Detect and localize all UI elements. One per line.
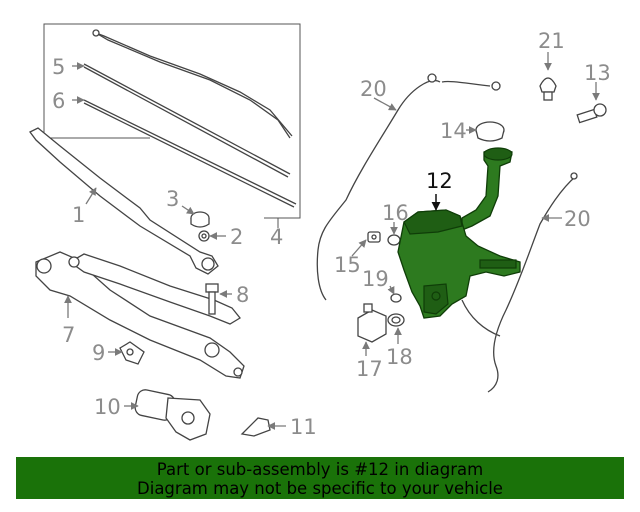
notice-banner: Part or sub-assembly is #12 in diagram D… bbox=[16, 457, 624, 499]
notice-line-2: Diagram may not be specific to your vehi… bbox=[137, 479, 503, 498]
callouts: 5 6 1 3 2 4 8 7 9 10 11 20 21 13 14 12 1… bbox=[52, 29, 611, 439]
washer-reservoir[interactable] bbox=[397, 147, 521, 319]
callout-5: 5 bbox=[52, 55, 65, 79]
callout-9: 9 bbox=[92, 341, 105, 365]
callout-13: 13 bbox=[584, 61, 611, 85]
callout-1: 1 bbox=[72, 203, 85, 227]
pump-grommet bbox=[387, 313, 405, 327]
callout-2: 2 bbox=[230, 225, 243, 249]
callout-15: 15 bbox=[334, 253, 361, 277]
washer-hose-left bbox=[316, 73, 501, 301]
grommet bbox=[367, 231, 381, 243]
wiper-linkage bbox=[35, 251, 245, 379]
callout-12: 12 bbox=[426, 169, 453, 193]
filler-cap bbox=[475, 121, 505, 142]
wiper-motor bbox=[134, 389, 211, 441]
callout-14: 14 bbox=[440, 119, 467, 143]
pivot-cap bbox=[190, 211, 210, 228]
seal bbox=[387, 234, 401, 246]
clip bbox=[240, 417, 271, 437]
callout-3: 3 bbox=[166, 187, 179, 211]
callout-17: 17 bbox=[356, 357, 383, 381]
callout-6: 6 bbox=[52, 89, 65, 113]
wiper-arm bbox=[29, 127, 219, 275]
callout-20-right: 20 bbox=[564, 207, 591, 231]
callout-16: 16 bbox=[382, 201, 409, 225]
bracket bbox=[119, 341, 145, 365]
callout-7: 7 bbox=[62, 323, 75, 347]
callout-8: 8 bbox=[236, 283, 249, 307]
washer-nozzle bbox=[539, 77, 557, 101]
callout-11: 11 bbox=[290, 415, 317, 439]
pivot-nut bbox=[198, 230, 210, 242]
callout-4: 4 bbox=[270, 225, 283, 249]
callout-21: 21 bbox=[538, 29, 565, 53]
leader-lines bbox=[64, 52, 600, 430]
wiper-blade-inset bbox=[43, 23, 301, 228]
notice-line-1: Part or sub-assembly is #12 in diagram bbox=[156, 460, 484, 479]
clip-small bbox=[390, 293, 402, 303]
callout-20-left: 20 bbox=[360, 77, 387, 101]
bolt bbox=[205, 283, 219, 315]
callout-10: 10 bbox=[94, 395, 121, 419]
washer-pump bbox=[357, 303, 387, 343]
screw bbox=[576, 103, 607, 124]
washer-hose-right bbox=[461, 172, 578, 393]
callout-18: 18 bbox=[386, 345, 413, 369]
callout-19: 19 bbox=[362, 267, 389, 291]
